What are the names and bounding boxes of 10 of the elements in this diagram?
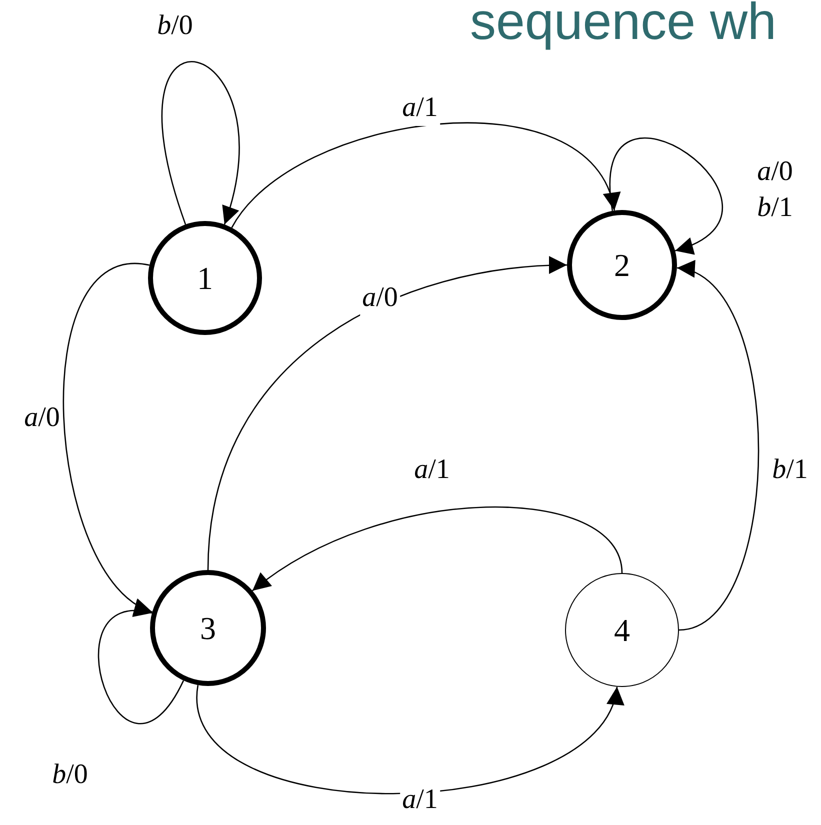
state-number: 2 — [614, 249, 630, 281]
arrow — [252, 506, 623, 592]
heading-text: sequence wh — [470, 0, 776, 48]
state-number: 4 — [614, 614, 630, 646]
state-number: 1 — [197, 262, 213, 294]
arrow — [207, 256, 568, 570]
arrow — [98, 602, 184, 724]
state-number: 3 — [200, 612, 216, 644]
arrow — [231, 122, 618, 228]
arrow — [610, 138, 723, 252]
